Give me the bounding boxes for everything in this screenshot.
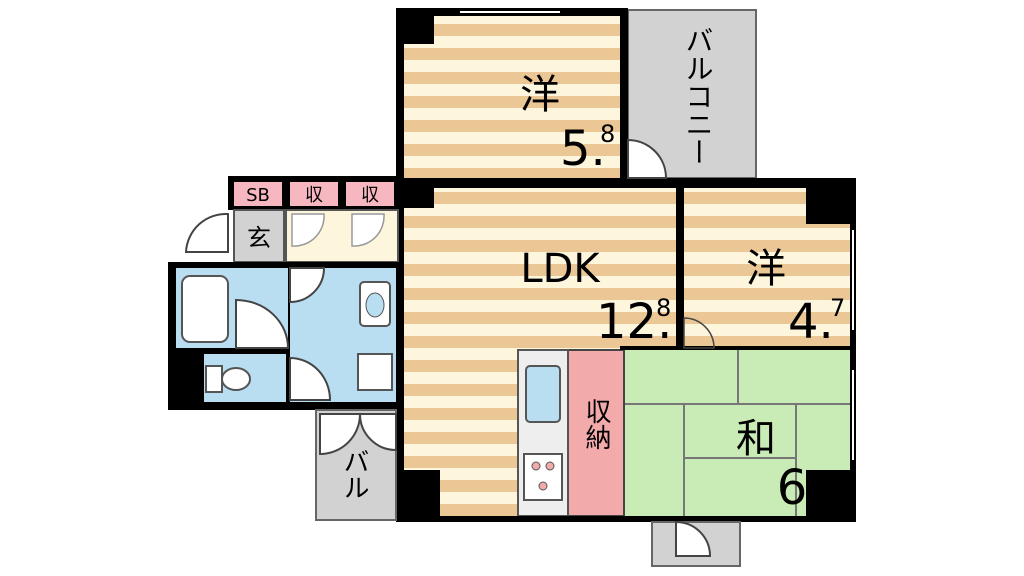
western-room-top bbox=[402, 14, 624, 180]
wall bbox=[620, 346, 856, 350]
wall bbox=[806, 470, 856, 522]
door-swing bbox=[235, 298, 290, 349]
room-size-ldk: 12. bbox=[596, 294, 672, 350]
room-size-frac-ldk: 8 bbox=[656, 294, 671, 322]
burner bbox=[531, 461, 541, 471]
room-label-ldk: LDK bbox=[520, 246, 601, 292]
bathtub bbox=[181, 275, 229, 343]
label-closet-2: 収 bbox=[361, 185, 379, 206]
room-label-balcony-left: バル bbox=[339, 448, 369, 500]
door-swing bbox=[627, 138, 668, 179]
closet-box bbox=[346, 182, 394, 206]
wall bbox=[620, 8, 628, 184]
room-size-japanese: 6 bbox=[777, 460, 808, 516]
door-swing bbox=[358, 413, 397, 452]
burner bbox=[538, 481, 548, 491]
room-label-storage: 収納 bbox=[581, 398, 611, 450]
kitchen-sink bbox=[525, 365, 561, 423]
toilet bbox=[205, 365, 223, 393]
door-swing bbox=[289, 356, 332, 401]
washing-machine-pan bbox=[357, 353, 393, 391]
wall bbox=[676, 188, 684, 348]
wall bbox=[806, 178, 856, 224]
door-swing bbox=[683, 317, 715, 349]
closet-box bbox=[290, 182, 338, 206]
wall bbox=[396, 178, 856, 188]
room-size-frac-western-top: 8 bbox=[600, 120, 615, 148]
wall bbox=[396, 516, 856, 522]
wall bbox=[396, 8, 404, 184]
room-label-western-top: 洋 bbox=[520, 72, 560, 118]
toilet-bowl bbox=[221, 367, 251, 391]
door-swing bbox=[291, 213, 325, 247]
cooktop bbox=[523, 453, 563, 501]
basin-bowl bbox=[365, 292, 385, 318]
room-label-western-right: 洋 bbox=[746, 246, 786, 292]
room-size-western-top: 5. bbox=[560, 121, 606, 177]
burner bbox=[545, 461, 555, 471]
sb-box bbox=[234, 182, 282, 206]
door-swing bbox=[675, 520, 712, 557]
door-swing bbox=[184, 212, 229, 253]
room-size-western-right: 4. bbox=[788, 294, 834, 350]
room-label-balcony-top: バルコニー bbox=[682, 26, 715, 166]
room-size-frac-western-right: 7 bbox=[830, 294, 845, 322]
door-swing bbox=[351, 213, 385, 247]
label-sb: SB bbox=[246, 185, 270, 206]
tatami-lines bbox=[624, 350, 850, 516]
entrance-area bbox=[233, 209, 285, 263]
room-label-japanese: 和 bbox=[736, 416, 776, 462]
label-entrance: 玄 bbox=[247, 224, 271, 252]
label-closet-1: 収 bbox=[305, 185, 323, 206]
door-swing bbox=[289, 267, 326, 304]
